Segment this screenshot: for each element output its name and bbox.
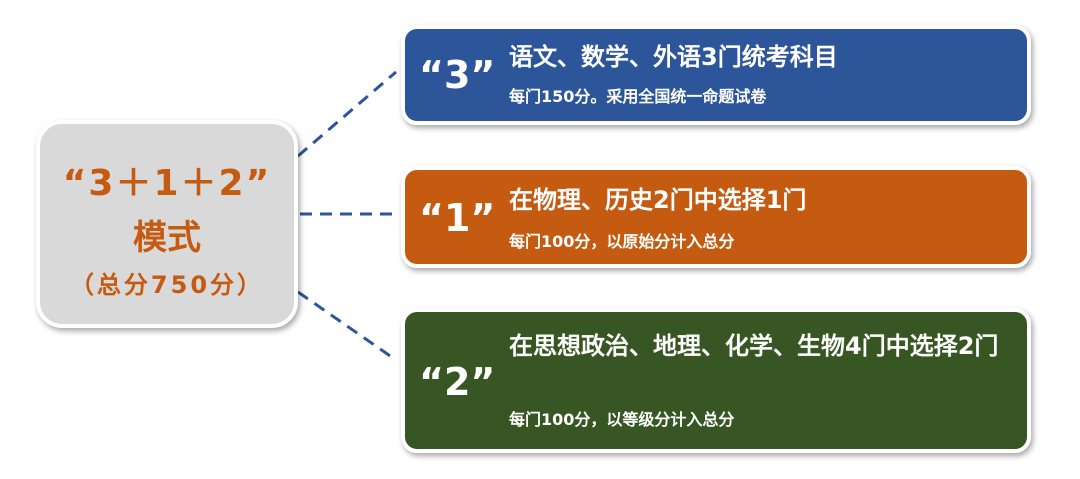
option-number: “2” <box>419 360 496 404</box>
center-total: （总分750分） <box>69 271 265 299</box>
option-3-node: “3” 语文、数学、外语3门统考科目 每门150分。采用全国统一命题试卷 <box>401 25 1031 125</box>
option-title: 语文、数学、外语3门统考科目 <box>509 43 838 71</box>
option-number: “3” <box>419 53 496 97</box>
option-title: 在物理、历史2门中选择1门 <box>509 186 807 214</box>
center-mode: 模式 <box>133 218 201 258</box>
connector-to-3 <box>297 70 397 158</box>
option-title: 在思想政治、地理、化学、生物4门中选择2门 <box>509 332 999 360</box>
option-detail: 每门100分，以原始分计入总分 <box>509 232 735 251</box>
center-formula: “3＋1＋2” <box>62 163 272 204</box>
option-2-node: “2” 在思想政治、地理、化学、生物4门中选择2门 每门100分，以等级分计入总… <box>401 308 1031 453</box>
connector-to-2 <box>297 290 397 362</box>
option-1-node: “1” 在物理、历史2门中选择1门 每门100分，以原始分计入总分 <box>401 166 1031 268</box>
option-number: “1” <box>419 196 496 240</box>
center-node: “3＋1＋2” 模式 （总分750分） <box>36 120 298 328</box>
option-detail: 每门150分。采用全国统一命题试卷 <box>509 87 767 106</box>
option-detail: 每门100分，以等级分计入总分 <box>509 410 735 429</box>
